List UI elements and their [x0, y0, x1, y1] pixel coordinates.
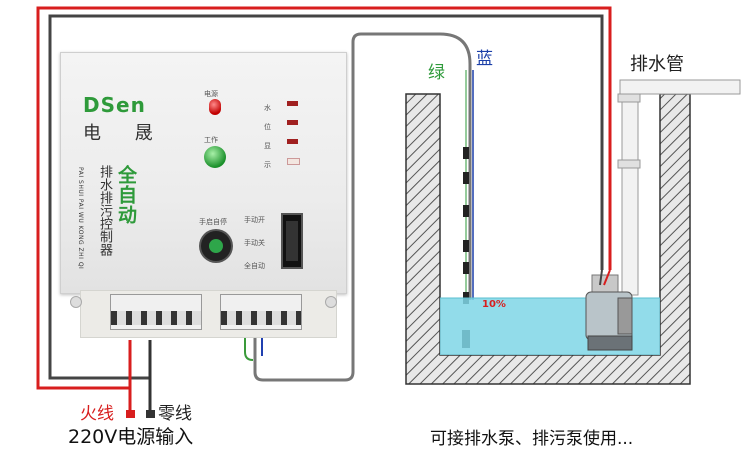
probe-2 — [463, 172, 469, 184]
switch-label-auto: 全自动 — [244, 262, 265, 270]
controller-box: DSen 电 晟 全自动 排水排污控制器 PAI SHUI PAI WU KON… — [60, 52, 347, 294]
live-wire-label: 火线 — [80, 404, 114, 424]
power-input-label: 220V电源输入 — [68, 426, 194, 448]
screw-right — [325, 296, 337, 308]
level-led-4 — [287, 158, 300, 165]
manual-button-label: 手启自停 — [199, 218, 227, 226]
probe-3 — [463, 205, 469, 217]
usage-note: 可接排水泵、排污泵使用... — [430, 429, 634, 449]
power-terminal-block — [110, 294, 202, 330]
product-subtitle: 排水排污控制器 — [97, 165, 112, 256]
blue-wire-label: 蓝 — [476, 49, 493, 69]
probe-1 — [463, 147, 469, 159]
pinyin-text: PAI SHUI PAI WU KONG ZHI QI — [77, 167, 84, 270]
switch-label-manual-off: 手动关 — [244, 239, 265, 247]
level-led-2 — [287, 120, 298, 125]
water-level-percent: 10% — [482, 299, 506, 310]
manual-start-button[interactable] — [201, 231, 231, 261]
drain-pipe-label: 排水管 — [630, 54, 684, 75]
screw-left — [70, 296, 82, 308]
level-led-3 — [287, 139, 298, 144]
pump — [585, 274, 633, 351]
sensor-terminal-block — [220, 294, 302, 330]
mode-rocker-switch[interactable] — [281, 213, 303, 269]
work-label: 工作 — [204, 136, 218, 144]
probe-4 — [463, 240, 469, 252]
brand-logo: DSen — [83, 93, 146, 117]
switch-label-manual-on: 手动开 — [244, 216, 265, 224]
power-label: 电源 — [204, 90, 218, 98]
work-indicator-light — [204, 146, 226, 168]
product-title: 全自动 — [115, 165, 137, 225]
green-wire-label: 绿 — [428, 63, 445, 83]
probe-5 — [463, 262, 469, 274]
level-display-label: 水 位 显 示 — [264, 104, 271, 169]
neutral-wire-label: 零线 — [158, 404, 192, 424]
sensor-cable — [253, 32, 472, 382]
brand-chinese: 电 晟 — [83, 123, 167, 144]
level-led-1 — [287, 101, 298, 106]
power-indicator-light — [209, 99, 221, 115]
